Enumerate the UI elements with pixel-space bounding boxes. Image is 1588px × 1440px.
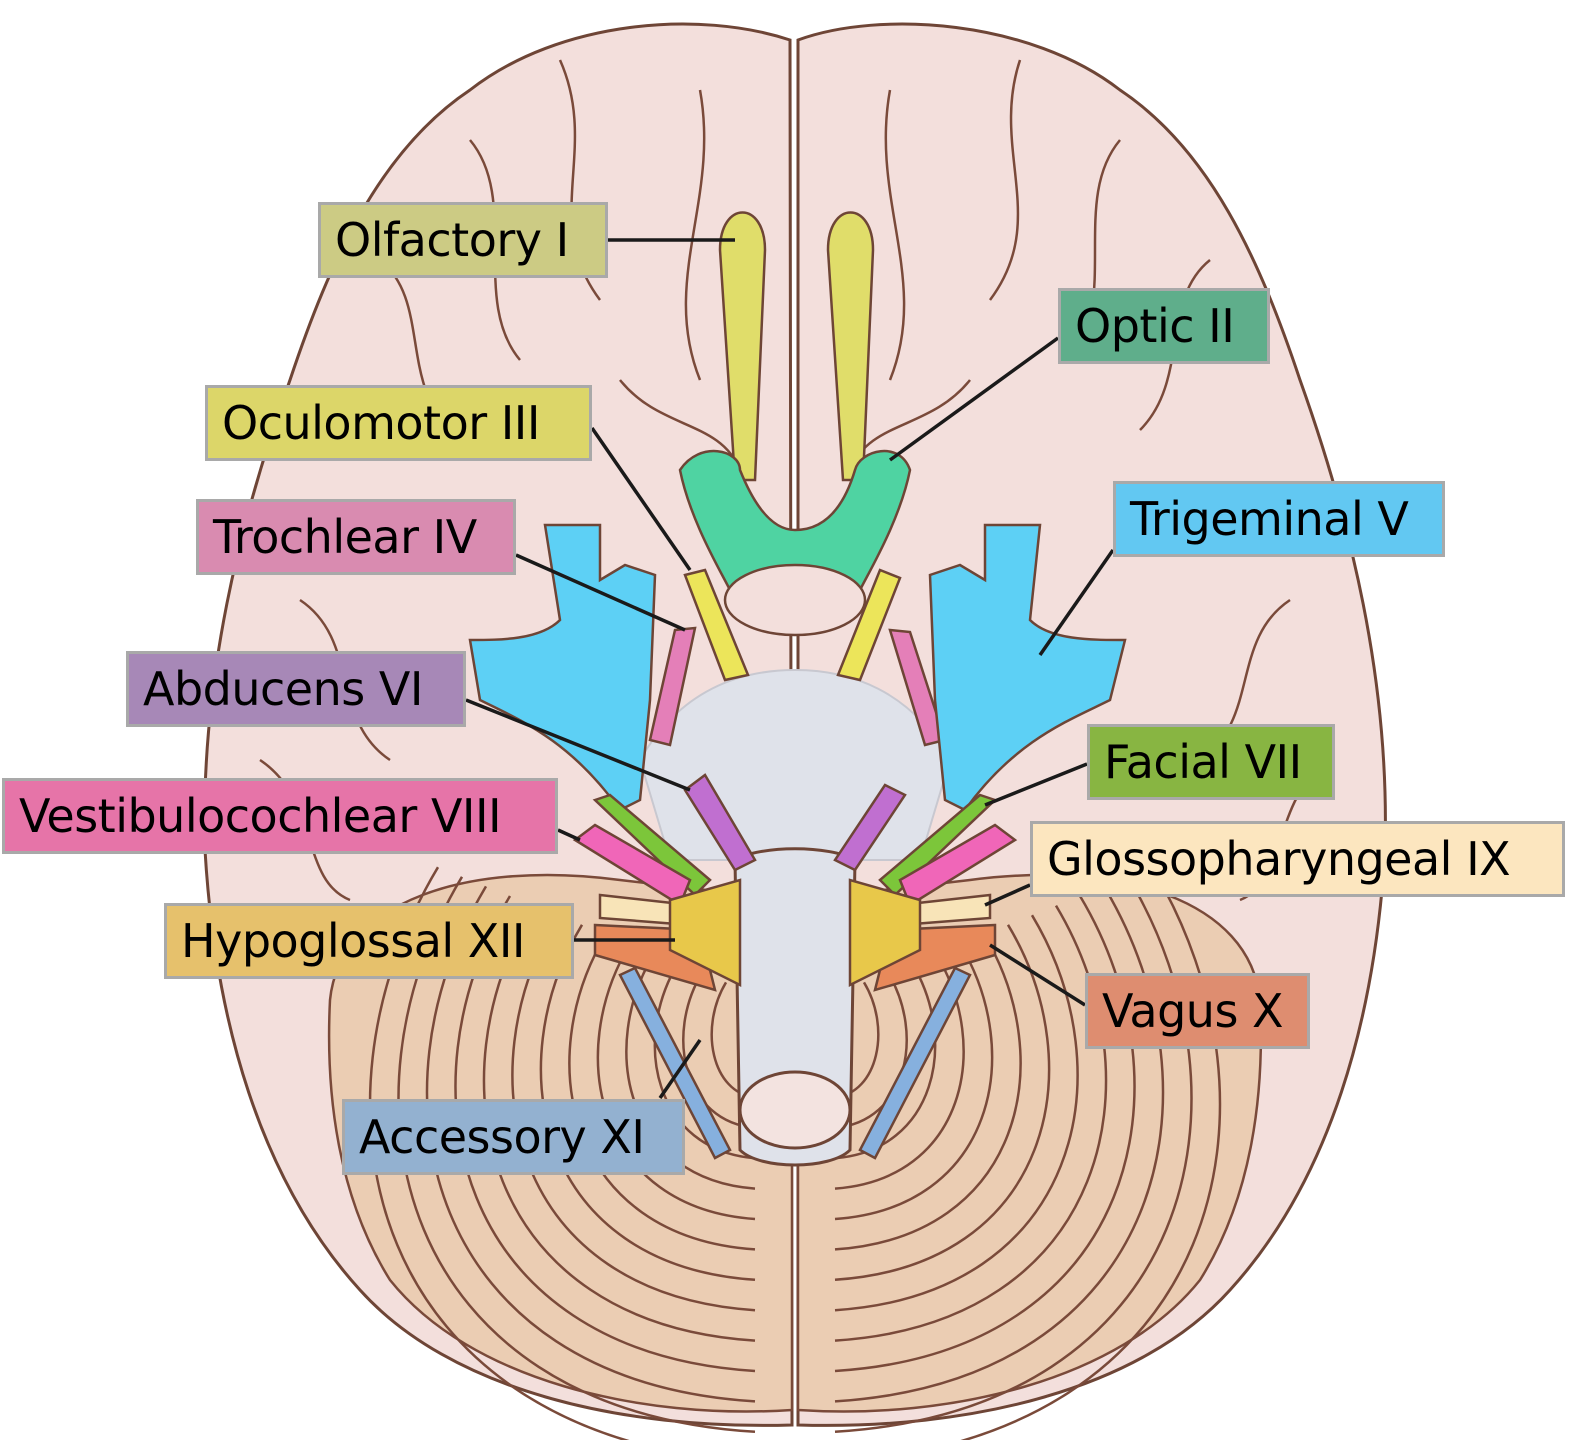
cerebellar-folium: [454, 895, 756, 1373]
leader-lines: [465, 238, 1115, 1099]
trochlear-left: [648, 626, 697, 747]
abducens-left: [683, 773, 757, 872]
olfactory-bulb-right: [826, 211, 875, 482]
cerebellar-folium: [425, 885, 756, 1403]
label-abducens: Abducens VI: [126, 651, 466, 727]
label-glossopharyngeal: Glossopharyngeal IX: [1030, 821, 1565, 897]
label-trochlear: Trochlear IV: [196, 499, 516, 575]
spinal-cord-section: [738, 1070, 852, 1150]
label-vestibulocochlear: Vestibulocochlear VIII: [2, 778, 558, 854]
cerebellar-folium: [834, 924, 1051, 1282]
label-trigeminal: Trigeminal V: [1113, 481, 1445, 557]
abducens-right: [833, 783, 907, 872]
oculomotor-left: [683, 568, 750, 682]
accessory-right: [858, 966, 972, 1160]
hypoglossal-right: [848, 878, 922, 988]
cerebellar-folium: [834, 914, 1079, 1312]
cerebellar-folium: [834, 933, 1022, 1251]
label-oculomotor: Oculomotor III: [205, 385, 592, 461]
label-facial: Facial VII: [1087, 724, 1335, 800]
label-accessory: Accessory XI: [342, 1099, 685, 1175]
oculomotor-right: [836, 568, 902, 682]
vestibulocochlear-right: [898, 823, 1018, 907]
label-vagus: Vagus X: [1085, 973, 1310, 1049]
label-hypoglossal: Hypoglossal XII: [164, 903, 574, 979]
pituitary: [723, 563, 867, 637]
vestibulocochlear-left: [572, 823, 692, 907]
olfactory-bulb-left: [718, 211, 767, 482]
label-olfactory: Olfactory I: [318, 202, 608, 278]
trigeminal-right: [928, 523, 1127, 812]
label-optic: Optic II: [1058, 288, 1270, 364]
cerebellar-folium: [834, 943, 994, 1221]
hypoglossal-left: [668, 878, 742, 988]
cerebellar-folium: [482, 904, 756, 1342]
accessory-left: [618, 966, 732, 1160]
